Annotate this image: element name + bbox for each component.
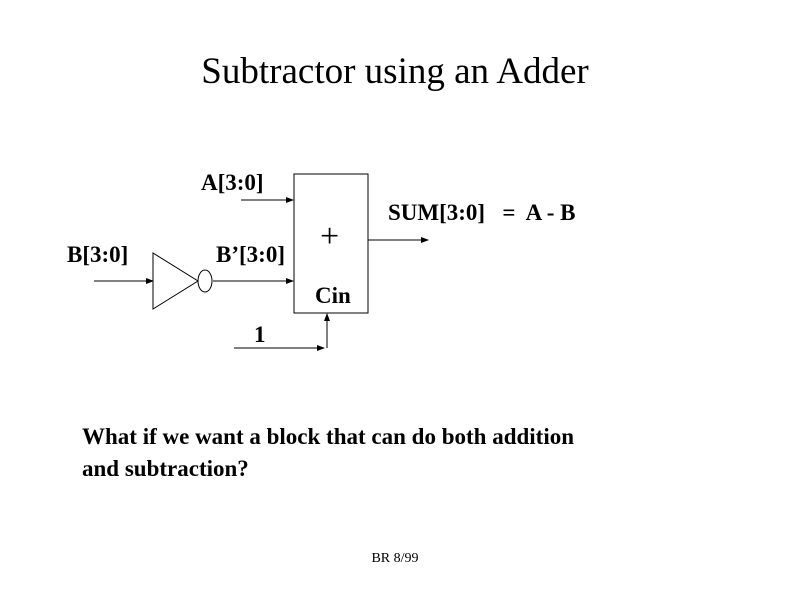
sum-output-label: SUM[3:0] = A - B bbox=[388, 200, 576, 225]
question-line-1: What if we want a block that can do both… bbox=[82, 424, 575, 449]
input-a-label: A[3:0] bbox=[201, 170, 264, 195]
question-text: What if we want a block that can do both… bbox=[82, 421, 722, 485]
adder-block bbox=[293, 173, 369, 314]
carry-in-label: Cin bbox=[315, 283, 351, 308]
slide-footer: BR 8/99 bbox=[371, 551, 419, 566]
inverter-icon bbox=[152, 252, 199, 310]
input-b-label: B[3:0] bbox=[67, 242, 129, 267]
slide-title: Subtractor using an Adder bbox=[201, 51, 589, 92]
adder-plus-symbol: + bbox=[320, 218, 340, 255]
input-b-inverted-label: B’[3:0] bbox=[216, 242, 285, 267]
inverter-bubble bbox=[197, 269, 213, 293]
carry-in-value: 1 bbox=[254, 322, 266, 347]
question-line-2: and subtraction? bbox=[82, 456, 249, 481]
